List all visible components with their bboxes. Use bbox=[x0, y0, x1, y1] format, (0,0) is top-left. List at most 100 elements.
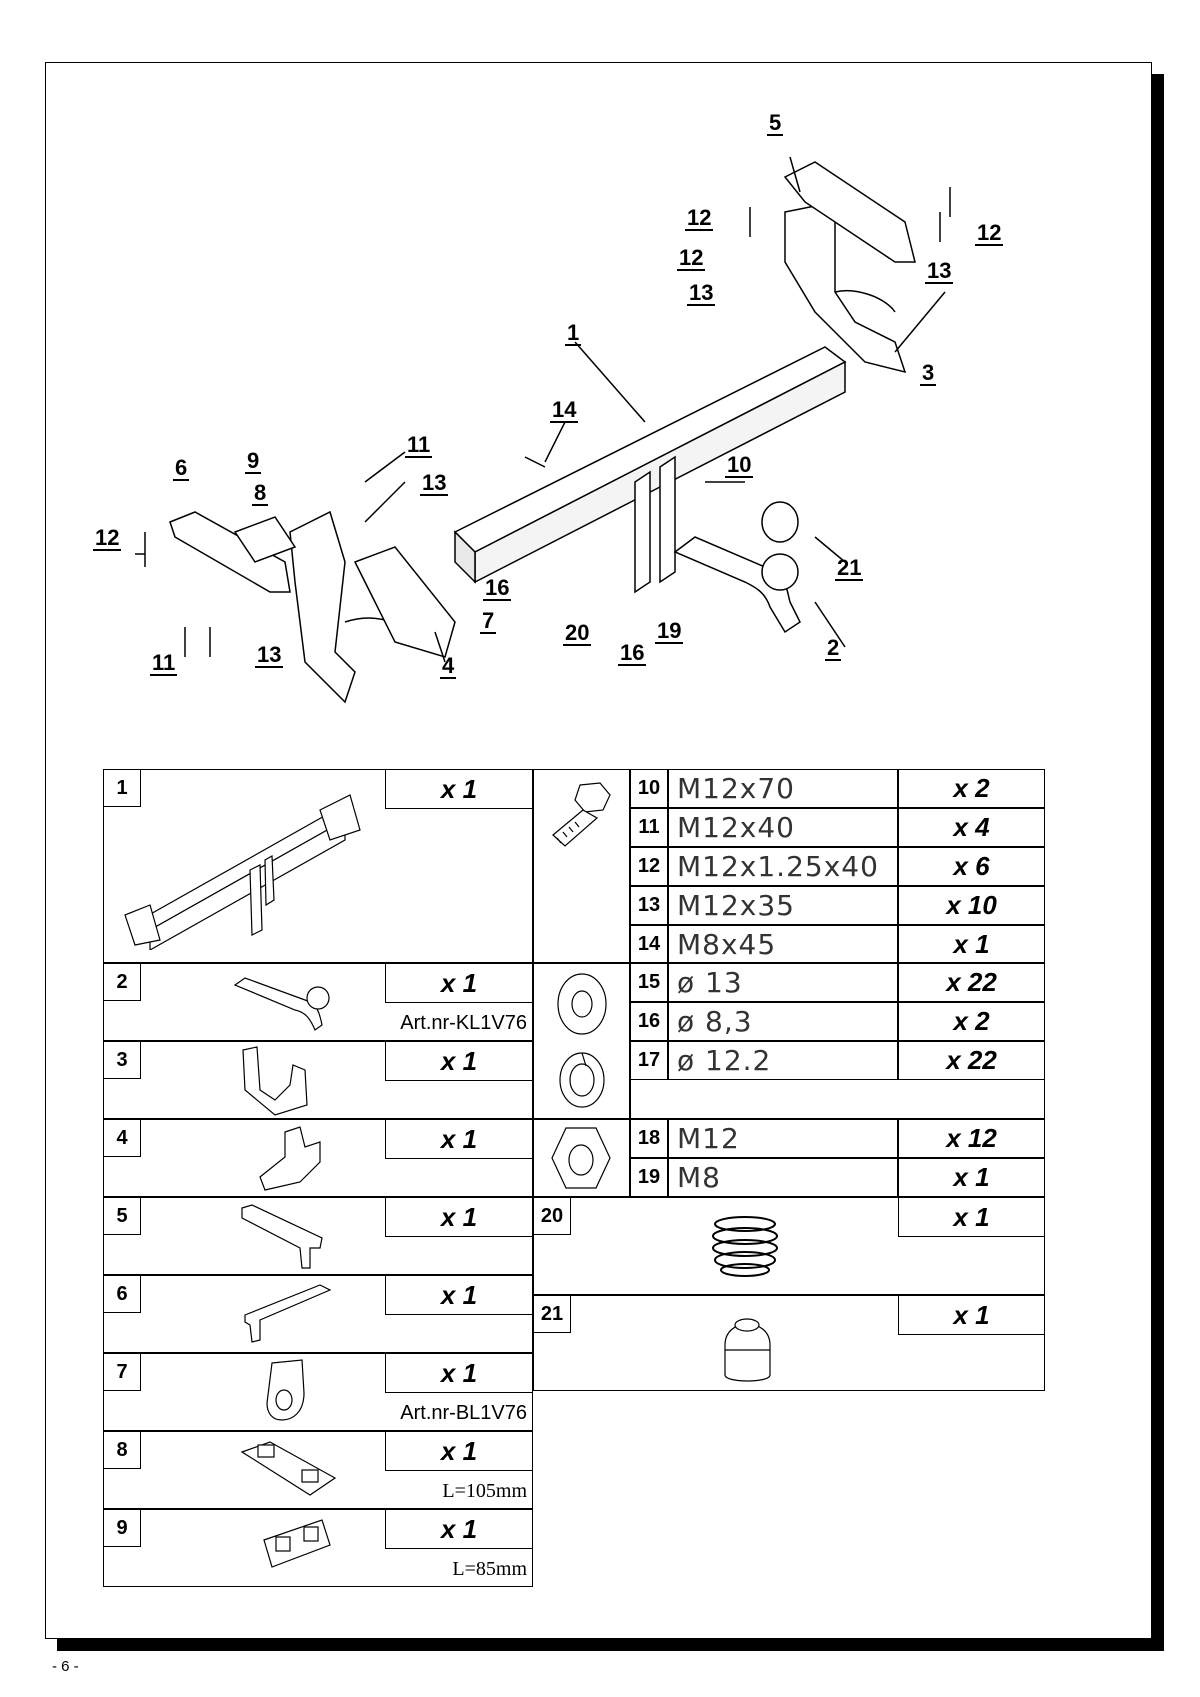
part-number-8: 8 bbox=[103, 1431, 141, 1469]
part-number-20: 20 bbox=[533, 1197, 571, 1235]
callout-6: 6 bbox=[173, 455, 190, 481]
nut-number-19: 19 bbox=[630, 1158, 668, 1197]
part-number-9: 9 bbox=[103, 1509, 141, 1547]
part-number-2: 2 bbox=[103, 963, 141, 1001]
callout-12-upper: 12 bbox=[685, 205, 714, 231]
nut-number-18: 18 bbox=[630, 1119, 668, 1158]
callout-4: 4 bbox=[440, 653, 457, 679]
callout-20: 20 bbox=[563, 620, 592, 646]
part-length-8: L=105mm bbox=[442, 1480, 527, 1502]
part-artnr-2: Art.nr-KL1V76 bbox=[400, 1012, 527, 1034]
callout-13-left-a: 13 bbox=[420, 470, 449, 496]
bolt-qty-11: x 4 bbox=[898, 808, 1045, 847]
callout-14: 14 bbox=[550, 397, 579, 423]
callout-7: 7 bbox=[480, 608, 497, 634]
part-qty-21: x 1 bbox=[898, 1295, 1045, 1335]
callout-5: 5 bbox=[767, 110, 784, 136]
bracket-3-icon bbox=[242, 1046, 308, 1116]
plate-9-icon bbox=[263, 1519, 331, 1568]
washer-number-15: 15 bbox=[630, 963, 668, 1002]
bolt-qty-14: x 1 bbox=[898, 925, 1045, 963]
bolt-number-13: 13 bbox=[630, 886, 668, 925]
callout-8: 8 bbox=[252, 480, 269, 506]
tow-ball-icon bbox=[233, 977, 330, 1031]
bolt-spec-14: M8x45 bbox=[668, 925, 898, 963]
callout-13-left-b: 13 bbox=[255, 642, 284, 668]
washer-qty-17: x 22 bbox=[898, 1041, 1045, 1080]
bolt-spec-12: M12x1.25x40 bbox=[668, 847, 898, 886]
part-number-21: 21 bbox=[533, 1295, 571, 1333]
page-number: - 6 - bbox=[52, 1658, 79, 1675]
bolt-spec-10: M12x70 bbox=[668, 769, 898, 808]
callout-21: 21 bbox=[835, 555, 864, 581]
bolt-number-11: 11 bbox=[630, 808, 668, 847]
nut-spec-19: M8 bbox=[668, 1158, 898, 1197]
nut-qty-19: x 1 bbox=[898, 1158, 1045, 1197]
callout-9: 9 bbox=[245, 448, 262, 474]
callout-10: 10 bbox=[725, 452, 754, 478]
callout-11-lower: 11 bbox=[150, 650, 178, 676]
washer-empty-row bbox=[630, 1080, 1045, 1119]
callout-13-right-b: 13 bbox=[925, 258, 954, 284]
part-qty-7: x 1 bbox=[385, 1353, 533, 1393]
part-qty-6: x 1 bbox=[385, 1275, 533, 1315]
bolt-qty-12: x 6 bbox=[898, 847, 1045, 886]
washer-spec-15: ø 13 bbox=[668, 963, 898, 1002]
washer-spec-17: ø 12.2 bbox=[668, 1041, 898, 1080]
plate-8-icon bbox=[240, 1441, 337, 1496]
part-number-5: 5 bbox=[103, 1197, 141, 1235]
spring-icon bbox=[712, 1216, 778, 1277]
callout-13-right-a: 13 bbox=[687, 280, 716, 306]
bracket-4-icon bbox=[259, 1126, 321, 1191]
bolt-icon bbox=[552, 782, 611, 847]
washer-qty-15: x 22 bbox=[898, 963, 1045, 1002]
part-qty-3: x 1 bbox=[385, 1041, 533, 1081]
washer-qty-16: x 2 bbox=[898, 1002, 1045, 1041]
part-artnr-7: Art.nr-BL1V76 bbox=[400, 1402, 527, 1424]
part-qty-2: x 1 bbox=[385, 963, 533, 1003]
callout-12-left: 12 bbox=[93, 525, 122, 551]
callout-3: 3 bbox=[920, 360, 937, 386]
bolt-number-10: 10 bbox=[630, 769, 668, 808]
part-qty-1: x 1 bbox=[385, 769, 533, 809]
part-number-7: 7 bbox=[103, 1353, 141, 1391]
bolt-qty-10: x 2 bbox=[898, 769, 1045, 808]
part-qty-20: x 1 bbox=[898, 1197, 1045, 1237]
part-qty-5: x 1 bbox=[385, 1197, 533, 1237]
washer-spec-16: ø 8,3 bbox=[668, 1002, 898, 1041]
diagram-drawing bbox=[135, 156, 951, 704]
bolt-number-14: 14 bbox=[630, 925, 668, 963]
callout-12-right: 12 bbox=[975, 220, 1004, 246]
part-qty-9: x 1 bbox=[385, 1509, 533, 1549]
bracket-5-icon bbox=[241, 1204, 323, 1269]
crossbar-icon bbox=[124, 794, 361, 950]
washer-number-16: 16 bbox=[630, 1002, 668, 1041]
exploded-diagram: 1 2 3 4 5 6 7 8 9 10 11 11 12 12 12 12 1… bbox=[45, 62, 1150, 762]
part-number-6: 6 bbox=[103, 1275, 141, 1313]
callout-19: 19 bbox=[655, 618, 684, 644]
bracket-7-icon bbox=[266, 1359, 305, 1421]
bolt-qty-13: x 10 bbox=[898, 886, 1045, 925]
part-number-4: 4 bbox=[103, 1119, 141, 1157]
spring-washer-icon bbox=[559, 1052, 605, 1108]
callout-2: 2 bbox=[825, 635, 842, 661]
callout-12-middle: 12 bbox=[677, 245, 706, 271]
part-length-9: L=85mm bbox=[452, 1558, 527, 1580]
callout-11-upper: 11 bbox=[405, 432, 433, 458]
flat-washer-icon bbox=[557, 973, 607, 1035]
nut-spec-18: M12 bbox=[668, 1119, 898, 1158]
ball-cap-icon bbox=[724, 1318, 771, 1382]
part-number-3: 3 bbox=[103, 1041, 141, 1079]
bolt-spec-11: M12x40 bbox=[668, 808, 898, 847]
callout-1: 1 bbox=[565, 320, 582, 346]
bolt-number-12: 12 bbox=[630, 847, 668, 886]
bracket-6-icon bbox=[244, 1284, 332, 1343]
part-number-1: 1 bbox=[103, 769, 141, 807]
part-qty-4: x 1 bbox=[385, 1119, 533, 1159]
part-qty-8: x 1 bbox=[385, 1431, 533, 1471]
bolt-spec-13: M12x35 bbox=[668, 886, 898, 925]
callout-16-left: 16 bbox=[483, 575, 512, 601]
nut-qty-18: x 12 bbox=[898, 1119, 1045, 1158]
nut-icon bbox=[551, 1127, 611, 1189]
washer-number-17: 17 bbox=[630, 1041, 668, 1080]
